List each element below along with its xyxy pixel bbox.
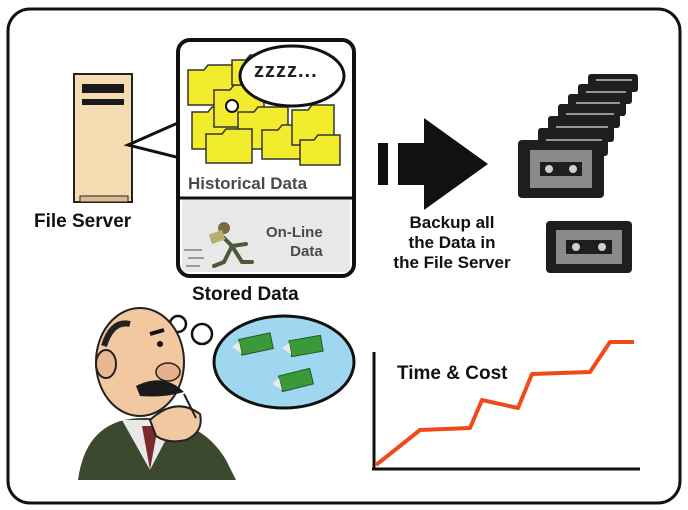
- online-data-line1: On-Line: [266, 224, 323, 241]
- online-data-panel: [182, 198, 350, 272]
- thinking-man-icon: [78, 307, 236, 480]
- thought-dot-large: [190, 322, 214, 346]
- arrow-right-icon: [378, 118, 488, 210]
- file-server-label: File Server: [34, 211, 132, 232]
- file-server-icon: [73, 73, 133, 203]
- online-data-line2: Data: [290, 243, 323, 260]
- historical-data-label: Historical Data: [188, 174, 308, 193]
- stored-data-label: Stored Data: [192, 284, 299, 305]
- tape-stack-icon: [518, 74, 638, 198]
- folder-stack-icon: [187, 54, 341, 166]
- time-cost-label: Time & Cost: [397, 363, 508, 384]
- backup-line1: Backup all: [409, 213, 495, 232]
- online-data-label: On-Line Data: [266, 223, 323, 261]
- backup-line2: the Data in: [408, 233, 496, 252]
- time-cost-chart: [372, 340, 640, 471]
- sleep-bubble-text: zzzz...: [254, 60, 318, 82]
- sleep-bubble: [238, 44, 346, 108]
- backup-caption: Backup all the Data in the File Server: [368, 213, 536, 273]
- running-person-icon: [184, 222, 254, 268]
- money-bill-icon: [232, 332, 324, 393]
- cost-trend-line: [374, 340, 634, 467]
- money-thought-bubble: [212, 314, 356, 410]
- tape-cassette-icon: [546, 221, 632, 273]
- sleep-bubble-dot: [225, 99, 239, 113]
- backup-line3: the File Server: [393, 253, 511, 272]
